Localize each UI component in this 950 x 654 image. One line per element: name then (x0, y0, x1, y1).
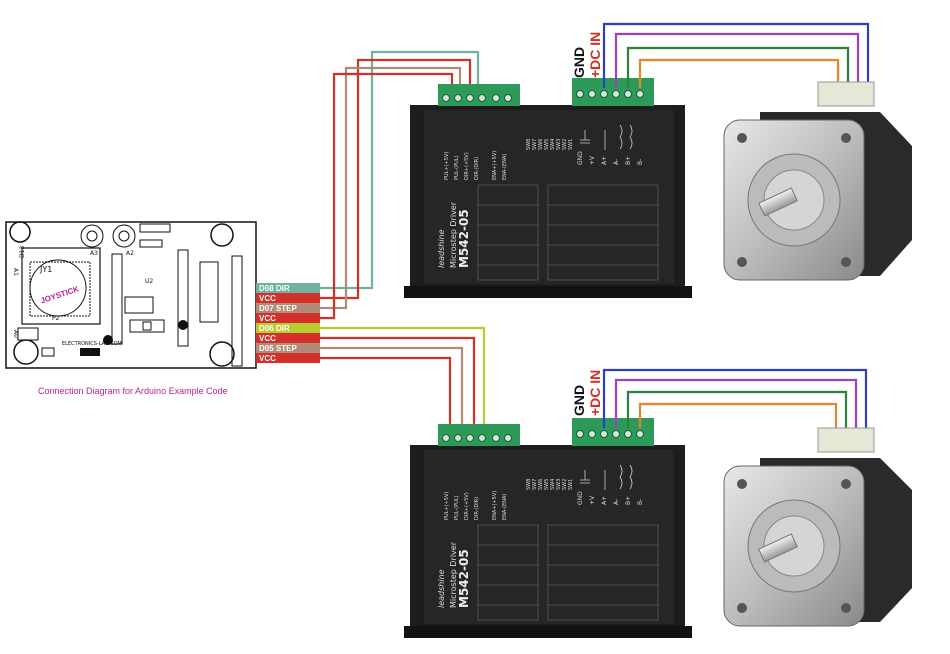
signal-wires-bottom (320, 326, 486, 430)
diagram-caption: Connection Diagram for Arduino Example C… (38, 386, 228, 396)
driver-switch-label: SW6 (538, 139, 544, 150)
header-pins (111, 249, 243, 367)
pin-label-box (256, 293, 320, 303)
driver-switch-label: SW8 (526, 139, 532, 150)
board-u2-label: U2 (145, 278, 153, 285)
pin-label-box (256, 353, 320, 363)
driver-power-terminal-label: GND (577, 151, 584, 165)
gnd-label-top: GND (571, 47, 587, 78)
pin-label-box (256, 323, 320, 333)
pin-label-box (256, 303, 320, 313)
board-a1-label: A1 (12, 268, 19, 276)
board-jy-label: JY1 (39, 265, 52, 274)
signal-wires-top (320, 50, 480, 320)
driver-terminal-label: PUL-(PUL) (454, 495, 460, 520)
pin-label-box (256, 333, 320, 343)
driver-power-terminal-label: +V (589, 155, 596, 165)
driver-power-terminal-label: A+ (601, 496, 608, 505)
driver-switch-label: SW2 (562, 139, 568, 150)
driver-switch-label: SW4 (550, 479, 556, 490)
driver-2-subtitle: Microstep Driver (449, 541, 458, 608)
board-lab-label: ELECTRONICS-LAB.COM (62, 341, 122, 347)
driver-terminal-label: ENA-(ENA) (502, 154, 508, 180)
driver-power-terminal-label: B- (637, 159, 644, 165)
driver-1-dip-table (477, 184, 659, 281)
board-a0-label: A0 (12, 330, 19, 338)
driver-power-terminal-label: B- (637, 499, 644, 505)
driver-switch-label: SW8 (526, 479, 532, 490)
driver-switch-label: SW7 (532, 479, 538, 490)
driver-2-dip-table (477, 524, 659, 621)
motor-wires-bottom (602, 368, 868, 432)
driver-switch-label: SW5 (544, 139, 550, 150)
pin-label: VCC (259, 334, 276, 343)
motor-wires-top (602, 22, 870, 88)
driver-2-model: M542-05 (457, 549, 471, 608)
driver-terminal-label: DIR-(DIR) (474, 497, 480, 520)
stepper-motor-1 (723, 81, 912, 281)
pin-label: D06 DIR (259, 324, 290, 333)
stepper-driver-2: M542-05 Microstep Driver leadshine (404, 418, 692, 638)
board-d13-label: D13 (19, 246, 26, 258)
driver-power-terminal-label: GND (577, 491, 584, 505)
pin-label: VCC (259, 354, 276, 363)
board-p2-label: P2 (52, 315, 60, 322)
driver-switch-label: SW6 (538, 479, 544, 490)
pin-label: D05 STEP (259, 344, 297, 353)
driver-terminal-label: DIR+(+5V) (464, 492, 470, 520)
driver-terminal-label: PUL-(PUL) (454, 155, 460, 180)
driver-switch-label: SW2 (562, 479, 568, 490)
driver-power-terminal-label: B+ (625, 156, 632, 165)
joystick-shield-board: JY1 JOYSTICK P2 A1 A0 A2 A3 D13 U2 ELECT… (5, 221, 257, 369)
stepper-driver-1: M542-05 Microstep Driver leadshine (404, 78, 692, 298)
driver-2-symbols (580, 464, 633, 490)
pin-label: D08 DIR (259, 284, 290, 293)
driver-switch-label: SW1 (568, 139, 574, 150)
pin-label-box (256, 283, 320, 293)
dc-in-label-bottom: +DC IN (587, 370, 603, 416)
board-a3-label: A3 (90, 250, 98, 257)
driver-switch-label: SW3 (556, 139, 562, 150)
stepper-motor-2 (723, 427, 912, 627)
driver-power-terminal-label: +V (589, 495, 596, 505)
driver-power-terminal-label: A- (613, 159, 620, 165)
driver-switch-label: SW1 (568, 479, 574, 490)
driver-switch-label: SW4 (550, 139, 556, 150)
driver-terminal-label: ENA-(ENA) (502, 494, 508, 520)
driver-power-terminal-label: A+ (601, 156, 608, 165)
driver-terminal-label: ENA+(+5V) (492, 491, 498, 520)
driver-terminal-label: DIR+(+5V) (464, 152, 470, 180)
driver-power-terminal-label: B+ (625, 496, 632, 505)
driver-power-terminal-label: A- (613, 499, 620, 505)
driver-1-model: M542-05 (457, 209, 471, 268)
board-a2-label: A2 (126, 250, 134, 257)
driver-terminal-label: PUL+(+5V) (444, 152, 450, 180)
driver-terminal-label: DIR-(DIR) (474, 157, 480, 180)
driver-switch-label: SW7 (532, 139, 538, 150)
driver-1-symbols (580, 124, 633, 150)
pin-label: VCC (259, 294, 276, 303)
driver-2-brand: leadshine (437, 569, 446, 608)
dc-in-label-top: +DC IN (587, 32, 603, 78)
pin-label-box (256, 343, 320, 353)
pin-label-box (256, 313, 320, 323)
driver-switch-label: SW3 (556, 479, 562, 490)
driver-switch-label: SW5 (544, 479, 550, 490)
driver-terminal-labels: PUL+(+5V) PUL-(PUL) DIR+(+5V) DIR-(DIR) ENA+… (444, 139, 644, 520)
pin-label: D07 STEP (259, 304, 297, 313)
driver-1-subtitle: Microstep Driver (449, 201, 458, 268)
gnd-label-bottom: GND (571, 385, 587, 416)
driver-terminal-label: PUL+(+5V) (444, 492, 450, 520)
driver-terminal-label: ENA+(+5V) (492, 151, 498, 180)
driver-1-brand: leadshine (437, 229, 446, 268)
pin-label: VCC (259, 314, 276, 323)
